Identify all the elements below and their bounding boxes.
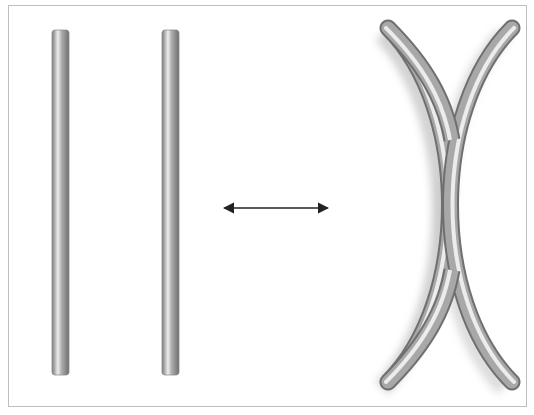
crossed-curved-rod-2: [442, 19, 521, 391]
crossed-rods-group: [375, 19, 521, 395]
straight-rod-2: [161, 29, 180, 376]
straight-rod-1: [51, 29, 70, 376]
crossing-overlay: [381, 21, 461, 389]
